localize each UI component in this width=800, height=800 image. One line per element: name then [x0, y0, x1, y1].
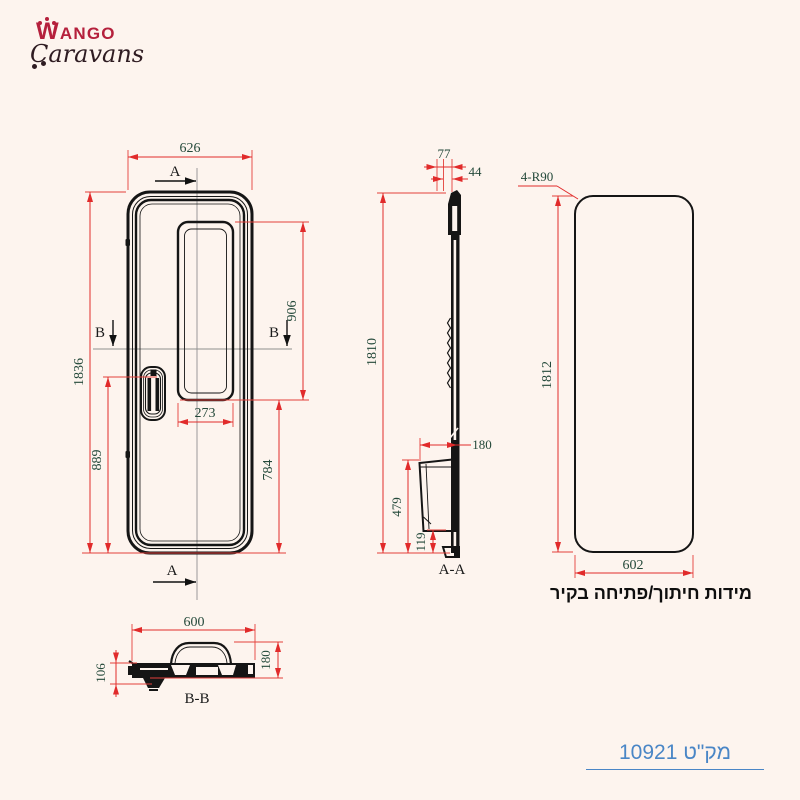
front-dimensions: 626 1836 906 273 889 784: [72, 141, 309, 554]
dim-handle-to-bottom: 889: [90, 450, 105, 471]
brand-name: WANGO: [36, 18, 116, 45]
dim-bin-height: 479: [389, 497, 404, 517]
door-window-panel: [176, 220, 235, 402]
dim-profile-top-offset: 44: [469, 164, 483, 179]
cutout-dimensions: 4-R90 1812 602: [518, 169, 694, 578]
dim-window-to-bottom: 784: [261, 460, 276, 481]
dim-corner-radius: 4-R90: [521, 169, 554, 184]
crown-dot-icon: [45, 17, 49, 21]
dim-section-width: 600: [184, 615, 205, 630]
dim-profile-height: 1810: [365, 338, 380, 366]
brand-logo: WANGO Caravans: [30, 17, 156, 69]
door-handle: [140, 366, 166, 421]
dim-cutout-height: 1812: [540, 361, 555, 389]
hinge-mark: [125, 239, 130, 246]
section-b-label-right: B: [269, 325, 279, 341]
bottom-section-view: 600 180 106 B-B: [93, 615, 283, 707]
brand-subname: Caravans: [30, 40, 145, 68]
ear-dot-icon: [32, 64, 37, 69]
section-a-label-bottom: A: [167, 563, 178, 579]
dim-door-height: 1836: [72, 358, 87, 386]
dim-section-depth: 180: [258, 650, 273, 670]
crown-dot-icon: [52, 21, 56, 25]
bottom-profile: [128, 641, 255, 691]
handle-dome: [169, 641, 233, 665]
section-aa-title: A-A: [439, 562, 466, 578]
dim-bin-bottom-gap: 119: [413, 532, 428, 551]
cutout-outline: [574, 195, 694, 553]
section-b-label-left: B: [95, 325, 105, 341]
section-bb-title: B-B: [184, 691, 209, 707]
crown-dot-icon: [38, 21, 42, 25]
side-dimensions: 77 44 1810 180 479 119: [365, 146, 492, 554]
cutout-caption: מידות חיתוך/פתיחה בקיר: [550, 583, 752, 603]
dim-bin-depth: 180: [472, 437, 492, 452]
wall-cutout-view: 4-R90 1812 602: [518, 169, 694, 578]
dim-window-height: 906: [285, 301, 300, 322]
part-number-link[interactable]: מק"ט 10921: [586, 741, 764, 770]
dim-window-width: 273: [195, 406, 216, 421]
side-profile: [418, 190, 461, 558]
side-section-view: 77 44 1810 180 479 119 A-A: [365, 146, 492, 578]
dim-profile-top-width: 77: [438, 146, 452, 161]
dim-inner-depth: 106: [93, 663, 108, 683]
hinge-mark: [125, 451, 130, 458]
front-view: 626 1836 906 273 889 784: [72, 141, 309, 600]
dim-door-width: 626: [180, 141, 201, 156]
bottom-bin: [418, 458, 458, 532]
seal-zigzag: [446, 317, 452, 389]
handle-lock: [150, 369, 157, 376]
latch-foot: [143, 678, 165, 688]
section-markers: A A B B: [95, 164, 291, 586]
bottom-dimensions: 600 180 106: [93, 615, 283, 697]
dim-cutout-width: 602: [623, 558, 644, 573]
ear-dot-icon: [41, 61, 46, 66]
section-a-label-top: A: [170, 164, 181, 180]
